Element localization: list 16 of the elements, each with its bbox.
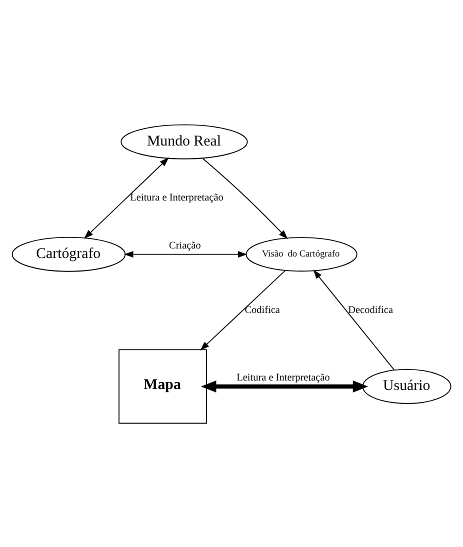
arrow	[124, 250, 248, 258]
arrow	[200, 380, 368, 392]
node-ellipse: Visão do Cartógrafo	[246, 236, 358, 272]
edge-label: Decodifica	[348, 304, 394, 316]
arrow	[202, 157, 288, 239]
edge-label: Criação	[169, 240, 201, 252]
edge-label: Leitura e Interpretação	[130, 192, 224, 204]
node-ellipse: Cartógrafo	[12, 236, 126, 272]
arrow	[200, 270, 286, 350]
node-box: Mapa	[118, 348, 208, 424]
arrow	[84, 156, 169, 238]
node-ellipse: Mundo Real	[120, 124, 248, 159]
node-ellipse: Usuário	[362, 368, 452, 404]
edge-label: Leitura e Interpretação	[236, 372, 330, 384]
arrow	[313, 269, 394, 370]
edge-label: Codifica	[244, 304, 280, 316]
